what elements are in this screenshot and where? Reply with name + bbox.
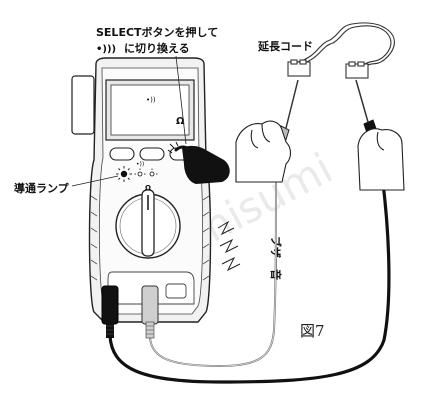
continuity-lamp-leader [71, 175, 119, 187]
buzzer-waves [217, 220, 241, 272]
gray-plug [141, 285, 159, 339]
dial-pointer [141, 189, 155, 257]
right-hand [357, 128, 405, 191]
meter-button-2[interactable] [139, 147, 165, 161]
button-row [109, 147, 195, 161]
lcd-ohm-unit: Ω [176, 116, 185, 127]
rotary-dial[interactable] [115, 189, 181, 259]
dial-ohm-mark: Ω [145, 184, 151, 192]
extension-cord [287, 22, 395, 79]
indicator-icons [134, 168, 158, 177]
continuity-lamp [116, 166, 132, 182]
black-plug [101, 285, 119, 338]
multimeter: •)) Ω [71, 57, 212, 323]
gray-test-lead-highlight [149, 159, 277, 367]
side-stand [71, 75, 95, 135]
lcd-screen [110, 84, 190, 136]
select-instruction-leader [175, 55, 187, 145]
lcd-sound-icon: •)) [146, 96, 156, 104]
terminal-slot [165, 283, 187, 299]
select-instruction-line2: に切り換える [124, 41, 190, 55]
black-test-lead [108, 159, 391, 384]
dial-continuity-mark: •)) [136, 161, 144, 168]
figure-number: 図7 [300, 322, 325, 340]
continuity-lamp-label: 導通ランプ [14, 181, 70, 195]
grip-ridges [90, 195, 210, 281]
meter-button-1[interactable] [109, 147, 135, 161]
select-instruction-line1: SELECTボタンを押して [96, 25, 218, 39]
extension-cord-label: 延長コード [257, 39, 313, 53]
select-sound-icon: •))) [96, 44, 116, 55]
pressing-finger [167, 141, 230, 184]
left-hand [235, 120, 292, 183]
